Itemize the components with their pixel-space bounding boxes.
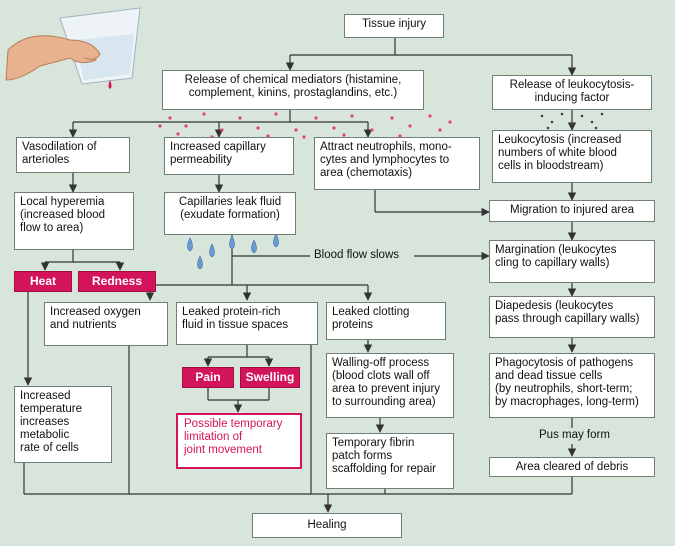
sign-swelling-tag: Swelling: [240, 367, 300, 388]
node-vasodilation: Vasodilation of arterioles: [16, 137, 130, 173]
sign-heat-tag: Heat: [14, 271, 72, 292]
node-release-mediators: Release of chemical mediators (histamine…: [162, 70, 424, 110]
node-area-cleared: Area cleared of debris: [489, 457, 655, 477]
node-diapedesis: Diapedesis (leukocytes pass through capi…: [489, 296, 655, 338]
node-healing: Healing: [252, 513, 402, 538]
node-margination: Margination (leukocytes cling to capilla…: [489, 240, 655, 283]
node-leukocytosis: Leukocytosis (increased numbers of white…: [492, 130, 652, 183]
node-increased-oxygen: Increased oxygen and nutrients: [44, 302, 168, 346]
node-increased-permeability: Increased capillary permeability: [164, 137, 294, 175]
node-leaked-clotting: Leaked clotting proteins: [326, 302, 446, 340]
outcome-joint-limitation: Possible temporary limitation of joint m…: [176, 413, 302, 469]
label-blood-flow-slows: Blood flow slows: [311, 249, 403, 261]
node-fibrin-patch: Temporary fibrin patch forms scaffolding…: [326, 433, 454, 489]
node-tissue-injury: Tissue injury: [344, 14, 444, 38]
node-increased-temperature: Increased temperature increases metaboli…: [14, 386, 112, 463]
node-release-leukocytosis: Release of leukocytosis- inducing factor: [492, 75, 652, 110]
node-phagocytosis: Phagocytosis of pathogens and dead tissu…: [489, 353, 655, 418]
sign-redness-tag: Redness: [78, 271, 156, 292]
node-leaked-protein: Leaked protein-rich fluid in tissue spac…: [176, 302, 318, 345]
label-pus-may-form: Pus may form: [536, 429, 613, 441]
hand-cup-illustration: [5, 7, 141, 89]
sign-pain-tag: Pain: [182, 367, 234, 388]
node-attract-neutrophils: Attract neutrophils, mono- cytes and lym…: [314, 137, 480, 190]
node-local-hyperemia: Local hyperemia (increased blood flow to…: [14, 192, 134, 250]
node-walling-off: Walling-off process (blood clots wall of…: [326, 353, 454, 418]
node-capillaries-leak: Capillaries leak fluid (exudate formatio…: [164, 192, 296, 235]
node-migration: Migration to injured area: [489, 200, 655, 222]
